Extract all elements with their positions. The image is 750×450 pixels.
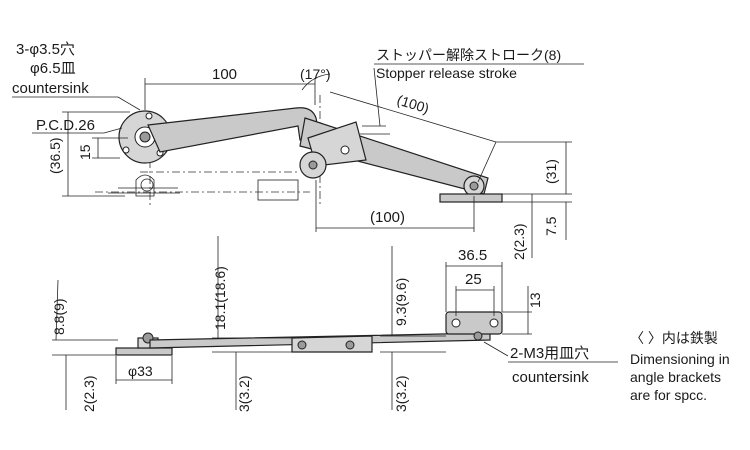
dim-right-height: 9.3(9.6) [393,278,409,326]
leader-line [373,67,381,127]
top-view: 100 (17°) (100) ストッパー解除ストローク(8) Stopper … [12,41,584,260]
bracket-holes-label: 2-M3用皿穴 [510,345,589,362]
dim-bottom-length: (100) [370,209,405,226]
leader-line [117,96,141,111]
countersink-en: countersink [12,80,89,97]
dim-left-height: 8.8(9) [51,298,67,335]
bracket-hole [489,318,499,328]
dim-hole-spacing: 25 [465,271,482,288]
note-line-3: angle brackets [630,369,721,385]
dim-mid-height: 18.1(18.6) [212,266,228,330]
leader-line [103,127,123,134]
right-pivot-pin [469,181,479,191]
holes-label: 3-φ3.5穴 [16,41,75,58]
note-line-2: Dimensioning in [630,351,730,367]
folded-joint-outline [257,179,299,201]
dim-height-right: (31) [543,159,559,184]
dim-line [329,91,497,143]
angle-arc [301,73,331,91]
side-link-pin [345,340,355,350]
side-view: 8.8(9) 2(2.3) φ33 18.1(18.6) 3(3.2) 9.3(… [51,236,618,412]
dim-arm-length: (100) [395,92,431,117]
dim-left-thickness: 2(2.3) [81,375,97,412]
pcd-label: P.C.D.26 [36,117,95,134]
link-pin [340,145,350,155]
dim-thickness-right: 2(2.3) [511,223,527,260]
middle-pivot-pin [308,160,318,170]
bracket-hole [451,318,461,328]
spcc-note: 〈 〉内は鉄製 Dimensioning in angle brackets a… [630,330,730,403]
folded-pivot-outline [140,178,154,192]
side-base-plate [115,347,173,356]
side-right-pin [473,331,483,341]
right-bracket [439,193,503,203]
dim-mid-thickness: 3(3.2) [236,375,252,412]
dim-height-left: (36.5) [47,137,63,174]
dim-offset-left: 15 [77,144,93,160]
dim-angle: (17°) [300,66,331,82]
bracket-countersink-en: countersink [512,369,589,386]
stroke-label-jp: ストッパー解除ストローク(8) [376,47,561,63]
dim-base-diameter: φ33 [128,363,153,379]
side-link-pin [297,340,307,350]
dim-length: 100 [212,66,237,83]
dim-right-thickness: 3(3.2) [393,375,409,412]
dim-bracket-height: 13 [527,292,543,308]
note-line-1: 〈 〉内は鉄製 [630,330,718,346]
stroke-label-en: Stopper release stroke [376,65,517,81]
dim-bracket-width: 36.5 [458,247,487,264]
dim-bracket: 7.5 [543,216,559,236]
note-line-4: are for spcc. [630,387,707,403]
leader-line [483,341,509,357]
main-arm [147,107,321,153]
folded-base-outline [108,174,180,197]
countersink-label: φ6.5皿 [30,60,76,77]
